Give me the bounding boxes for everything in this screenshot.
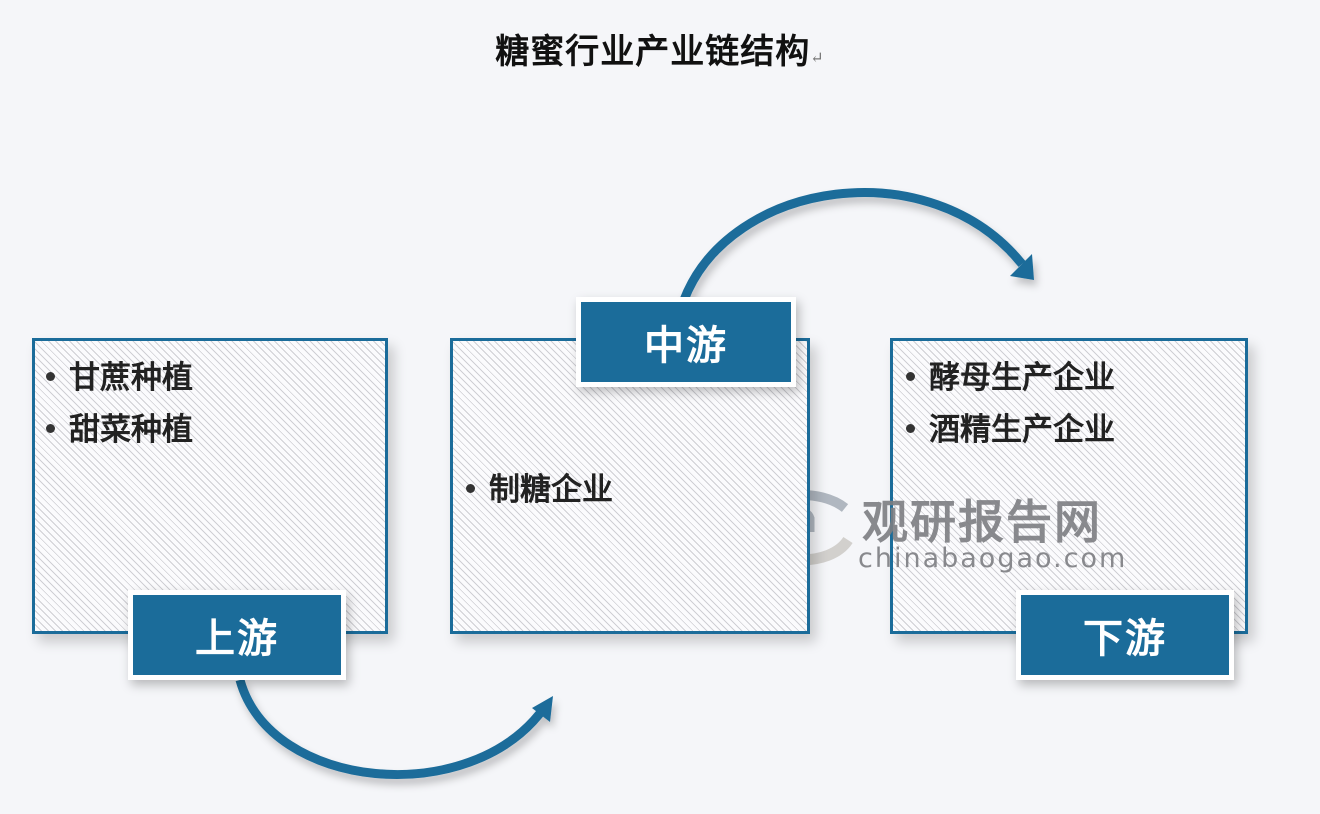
upstream-item: 甜菜种植	[46, 404, 193, 449]
midstream-label: 中游	[576, 297, 796, 387]
bullet-icon	[46, 372, 55, 381]
item-text: 制糖企业	[489, 472, 613, 508]
bullet-icon	[906, 372, 915, 381]
label-text: 下游	[1083, 615, 1167, 662]
upstream-item: 甘蔗种植	[46, 352, 193, 397]
downstream-label: 下游	[1016, 590, 1234, 680]
upstream-label: 上游	[128, 590, 346, 680]
item-text: 酒精生产企业	[929, 412, 1115, 448]
diagram-title: 糖蜜行业产业链结构↵	[0, 24, 1320, 73]
label-text: 中游	[644, 322, 728, 369]
curved-arrow-icon	[679, 188, 1034, 302]
midstream-item: 制糖企业	[466, 464, 613, 509]
midstream-box	[450, 338, 810, 634]
item-text: 甜菜种植	[69, 412, 193, 448]
downstream-item: 酵母生产企业	[906, 352, 1115, 397]
item-text: 酵母生产企业	[929, 360, 1115, 396]
title-text: 糖蜜行业产业链结构	[495, 32, 811, 72]
watermark-url: chinabaogao.com	[858, 543, 1128, 574]
upstream-box	[32, 338, 388, 634]
curved-arrow-icon	[235, 678, 553, 779]
downstream-item: 酒精生产企业	[906, 404, 1115, 449]
item-text: 甘蔗种植	[69, 360, 193, 396]
bullet-icon	[906, 424, 915, 433]
watermark-name: 观研报告网	[862, 495, 1102, 549]
label-text: 上游	[195, 615, 279, 662]
return-mark-icon: ↵	[810, 48, 825, 67]
bullet-icon	[466, 484, 475, 493]
bullet-icon	[46, 424, 55, 433]
downstream-box	[890, 338, 1248, 634]
